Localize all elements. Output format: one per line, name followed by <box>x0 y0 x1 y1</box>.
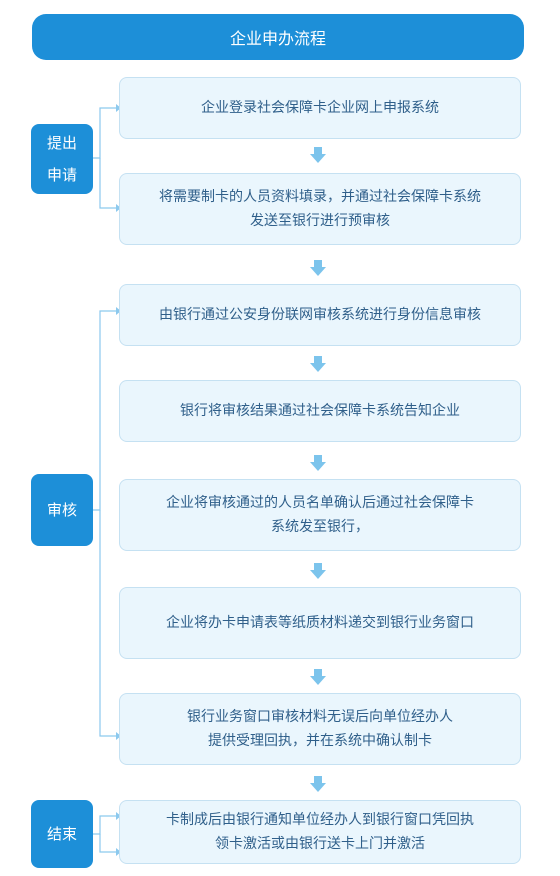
stage-submit-label: 提出 申请 <box>46 134 77 184</box>
flow-title: 企业申办流程 <box>32 14 524 60</box>
down-arrow-icon <box>309 669 327 685</box>
step-box-5: 企业将审核通过的人员名单确认后通过社会保障卡 系统发至银行， <box>119 479 521 551</box>
stage-review: 审核 <box>31 474 93 546</box>
step-box-4: 银行将审核结果通过社会保障卡系统告知企业 <box>119 380 521 442</box>
step-box-1: 企业登录社会保障卡企业网上申报系统 <box>119 77 521 139</box>
stage-finish-label: 结束 <box>46 825 77 843</box>
down-arrow-icon <box>309 455 327 471</box>
step-box-7: 银行业务窗口审核材料无误后向单位经办人 提供受理回执，并在系统中确认制卡 <box>119 693 521 765</box>
step-box-6: 企业将办卡申请表等纸质材料递交到银行业务窗口 <box>119 587 521 659</box>
down-arrow-icon <box>309 563 327 579</box>
down-arrow-icon <box>309 776 327 792</box>
down-arrow-icon <box>309 147 327 163</box>
down-arrow-icon <box>309 356 327 372</box>
stage-submit-application: 提出 申请 <box>31 124 93 194</box>
down-arrow-icon <box>309 260 327 276</box>
stage-review-label: 审核 <box>46 501 77 519</box>
step-box-3: 由银行通过公安身份联网审核系统进行身份信息审核 <box>119 284 521 346</box>
step-box-2: 将需要制卡的人员资料填录，并通过社会保障卡系统 发送至银行进行预审核 <box>119 173 521 245</box>
stage-finish: 结束 <box>31 800 93 868</box>
step-box-8: 卡制成后由银行通知单位经办人到银行窗口凭回执 领卡激活或由银行送卡上门并激活 <box>119 800 521 864</box>
